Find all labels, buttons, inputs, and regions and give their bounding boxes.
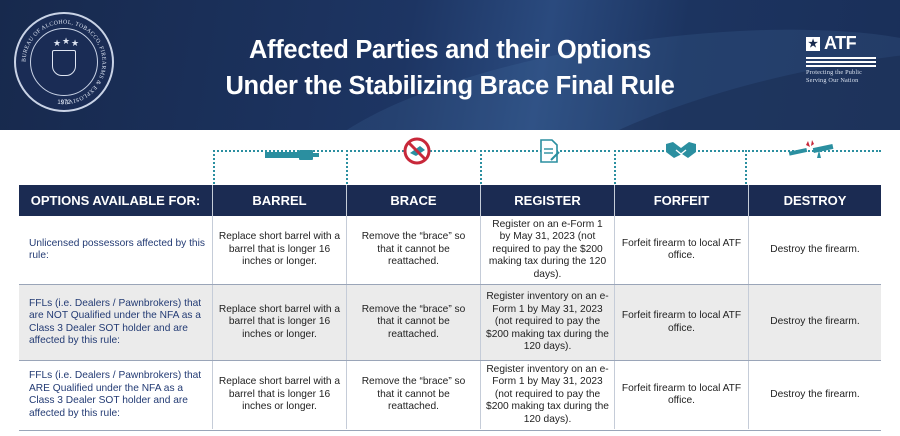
row-party-label: FFLs (i.e. Dealers / Pawnbrokers) that A… [19,361,213,429]
seal-year: 1972 [57,100,71,106]
header-options-available: OPTIONS AVAILABLE FOR: [19,185,213,216]
destroy-option-cell: Destroy the firearm. [770,316,860,328]
barrel-option-connector [213,140,343,188]
star-icon: ★ [806,36,820,51]
barrel-icon [265,150,319,160]
star-icon: ★ [53,38,62,48]
logo-tagline-2: Serving Our Nation [806,77,859,84]
dotted-connector [213,150,343,188]
forfeit-option-cell: Forfeit firearm to local ATF office. [615,361,749,429]
barrel-option-cell: Replace short barrel with a barrel that … [213,361,347,429]
atf-seal-logo: BUREAU OF ALCOHOL, TOBACCO, FIREARMS & E… [14,12,114,112]
register-form-icon [540,139,560,163]
handshake-icon [666,142,696,158]
header-brace: BRACE [347,185,481,216]
forfeit-option-cell: Forfeit firearm to local ATF office. [615,216,749,284]
no-brace-icon [403,137,431,165]
title-line-1: Affected Parties and their Options [248,36,652,64]
register-option-cell: Register inventory on an e-Form 1 by May… [481,361,615,429]
seal-inner-ring [30,28,98,96]
atf-logo-text: ATF [824,33,857,53]
table-row: Unlicensed possessors affected by this r… [19,216,881,284]
forfeit-option-cell: Forfeit firearm to local ATF office. [615,285,749,360]
row-divider [19,284,881,285]
star-icon: ★ [71,38,80,48]
star-icon: ★ [62,36,71,46]
destroy-option-connector [745,140,881,188]
barrel-option-cell: Replace short barrel with a barrel that … [213,216,347,284]
atf-wordmark: ★ ATF [806,33,890,54]
atf-logo: ★ ATF Protecting the Public Serving Our … [806,33,890,85]
brace-option-cell: Remove the “brace” so that it cannot be … [347,285,481,360]
barrel-option-cell: Replace short barrel with a barrel that … [213,285,347,360]
register-option-connector [480,139,610,188]
logo-tagline: Protecting the Public Serving Our Nation [806,69,890,85]
brace-option-connector [346,137,476,188]
register-option-cell: Register inventory on an e-Form 1 by May… [481,285,615,360]
header-barrel: BARREL [213,185,347,216]
options-table-header: OPTIONS AVAILABLE FOR: BARREL BRACE REGI… [19,185,881,216]
header-banner: BUREAU OF ALCOHOL, TOBACCO, FIREARMS & E… [0,0,900,130]
row-divider [19,430,881,431]
title-line-2: Under the Stabilizing Brace Final Rule [225,72,675,100]
header-destroy: DESTROY [783,193,847,208]
header-forfeit: FORFEIT [615,185,749,216]
page-title: Affected Parties and their Options Under… [180,32,720,104]
destroy-rifle-icon [788,140,834,158]
row-divider [19,360,881,361]
table-row: FFLs (i.e. Dealers / Pawnbrokers) that A… [19,361,881,429]
logo-tagline-1: Protecting the Public [806,69,863,76]
brace-option-cell: Remove the “brace” so that it cannot be … [347,216,481,284]
header-register: REGISTER [481,185,615,216]
dotted-connector [745,150,881,188]
register-option-cell: Register on an e-Form 1 by May 31, 2023 … [481,216,615,284]
destroy-option-cell: Destroy the firearm. [770,243,860,255]
destroy-option-cell: Destroy the firearm. [770,388,860,400]
shield-icon [52,50,76,76]
table-row: FFLs (i.e. Dealers / Pawnbrokers) that a… [19,285,881,360]
row-party-label: FFLs (i.e. Dealers / Pawnbrokers) that a… [19,285,213,360]
brace-option-cell: Remove the “brace” so that it cannot be … [347,361,481,429]
forfeit-option-connector [614,140,744,188]
logo-stripes [806,57,876,67]
row-party-label: Unlicensed possessors affected by this r… [19,216,213,284]
